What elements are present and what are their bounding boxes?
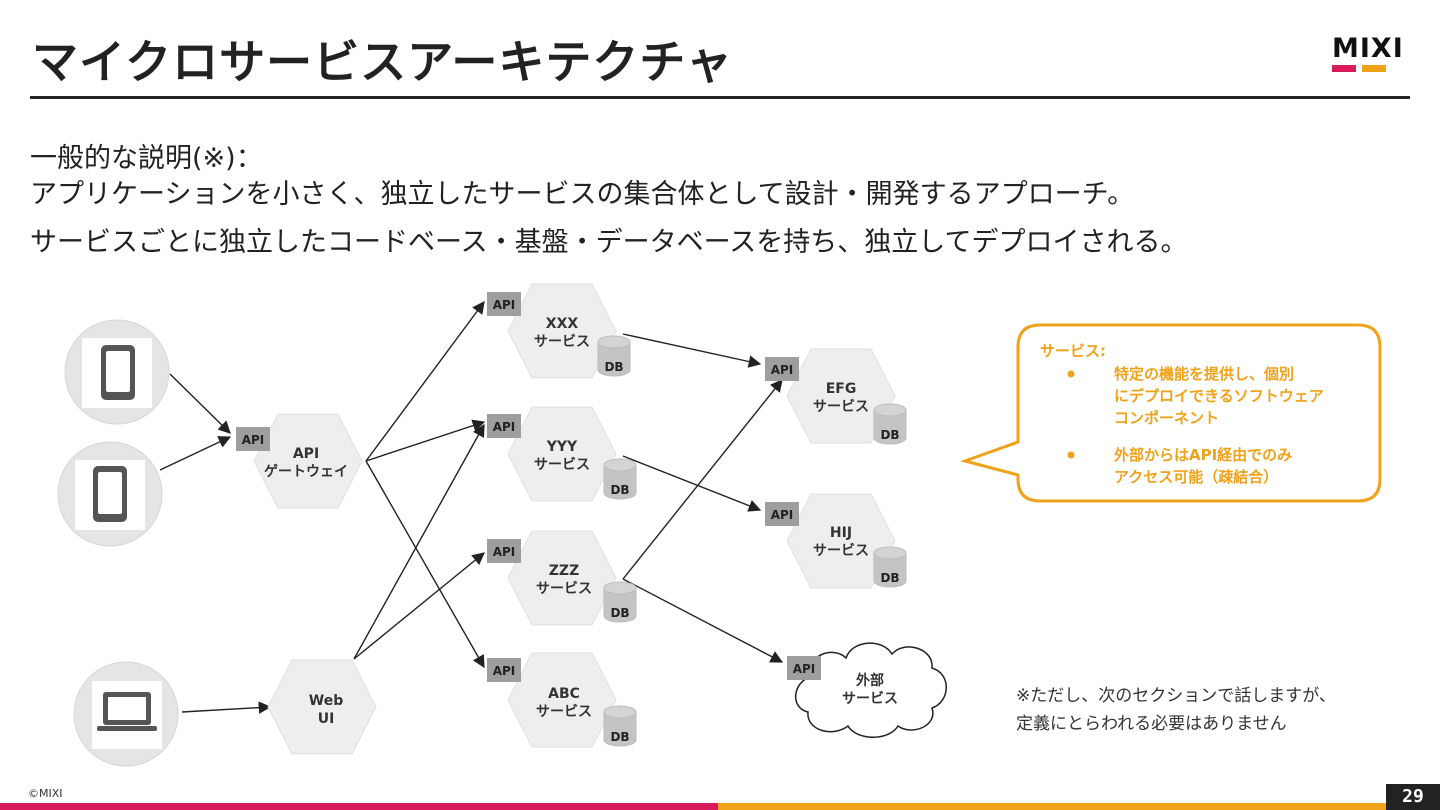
service-zzz: ZZZ サービス API DB <box>487 530 637 626</box>
footer-bar-pink <box>0 803 718 810</box>
bullet-icon <box>1067 370 1075 378</box>
api-tag: API <box>493 420 516 434</box>
callout-bullet-1-line-3: コンポーネント <box>1114 409 1219 427</box>
service-efg-label: サービス <box>813 399 869 415</box>
external-label-1: 外部 <box>856 672 884 689</box>
service-xxx: XXX サービス API DB <box>487 283 631 379</box>
gateway-label-1: API <box>293 446 319 462</box>
note-line-2: 定義にとらわれる必要はありません <box>1016 714 1287 734</box>
api-tag: API <box>493 664 516 678</box>
api-gateway-node: API ゲートウェイ API <box>236 413 363 509</box>
service-yyy-label: サービス <box>534 457 590 473</box>
copyright: ©MIXI <box>28 787 63 800</box>
api-tag: API <box>493 298 516 312</box>
service-hij-name: HIJ <box>830 525 852 541</box>
note-line-1: ※ただし、次のセクションで話しますが、 <box>1016 686 1336 706</box>
api-tag: API <box>771 508 794 522</box>
description-line-3: サービスごとに独立したコードベース・基盤・データベースを持ち、独立してデプロイさ… <box>30 227 1188 258</box>
db-icon: DB <box>610 730 629 744</box>
webui-label-2: UI <box>318 711 335 727</box>
service-xxx-label: サービス <box>534 334 590 350</box>
arrow-yyy-hij <box>622 455 762 512</box>
external-service-cloud: 外部 サービス API <box>787 642 947 738</box>
arrow-webui-zzz <box>353 552 485 660</box>
description-line-2: アプリケーションを小さく、独立したサービスの集合体として設計・開発するアプローチ… <box>30 179 1135 210</box>
service-hij: HIJ サービス API DB <box>765 493 907 589</box>
service-callout: サービス: 特定の機能を提供し、個別 にデプロイできるソフトウェア コンポーネン… <box>959 323 1382 503</box>
bullet-icon <box>1067 451 1075 459</box>
service-abc-name: ABC <box>548 686 580 702</box>
page-title: マイクロサービスアーキテクチャ <box>32 35 733 89</box>
db-icon: DB <box>880 571 899 585</box>
callout-bullet-2-line-1: 外部からはAPI経由でのみ <box>1113 446 1292 464</box>
service-hij-label: サービス <box>813 543 869 559</box>
footer-bar-orange <box>718 803 1440 810</box>
service-efg: EFG サービス API DB <box>765 348 907 445</box>
db-icon: DB <box>880 428 899 442</box>
service-xxx-name: XXX <box>546 316 579 332</box>
callout-bullet-1-line-1: 特定の機能を提供し、個別 <box>1114 365 1294 383</box>
arrow-gateway-yyy <box>365 419 486 462</box>
arrow-zzz-external <box>622 578 784 663</box>
title-divider <box>30 96 1410 99</box>
service-yyy: YYY サービス API DB <box>487 406 637 502</box>
arrow-tablet2-gateway <box>159 436 232 471</box>
cloud-icon <box>794 642 947 738</box>
logo-bar-pink <box>1332 65 1356 72</box>
arrow-tablet1-gateway <box>169 373 231 434</box>
arrow-zzz-efg <box>622 379 783 580</box>
service-abc: ABC サービス API DB <box>487 652 637 748</box>
db-icon: DB <box>610 606 629 620</box>
api-tag: API <box>493 545 516 559</box>
gateway-label-2: ゲートウェイ <box>264 463 348 480</box>
callout-bullet-1-line-2: にデプロイできるソフトウェア <box>1114 387 1324 405</box>
db-icon: DB <box>610 483 629 497</box>
service-zzz-name: ZZZ <box>549 563 579 579</box>
api-tag: API <box>242 433 265 447</box>
page-number: 29 <box>1386 784 1440 810</box>
external-label-2: サービス <box>842 691 898 707</box>
client-laptop <box>73 661 179 767</box>
callout-bullet-2-line-2: アクセス可能（疎結合） <box>1114 468 1278 486</box>
service-abc-label: サービス <box>536 704 592 720</box>
callout-title: サービス: <box>1040 342 1106 360</box>
db-icon: DB <box>604 360 623 374</box>
api-tag: API <box>793 662 816 676</box>
webui-label-1: Web <box>309 693 343 709</box>
arrow-gateway-abc <box>365 460 485 669</box>
arrow-xxx-efg <box>622 333 762 368</box>
client-tablet-2 <box>57 441 163 547</box>
connection-arrows <box>159 300 784 714</box>
service-yyy-name: YYY <box>546 439 578 455</box>
logo-text: MIXI <box>1332 33 1404 64</box>
description-line-1: 一般的な説明(※)： <box>30 143 263 174</box>
logo-bar-orange <box>1362 65 1386 72</box>
arrow-gateway-xxx <box>365 300 485 462</box>
web-ui-node: Web UI <box>267 659 377 755</box>
mixi-logo: MIXI <box>1332 33 1412 76</box>
service-zzz-label: サービス <box>536 581 592 597</box>
arrow-laptop-webui <box>181 701 272 714</box>
client-tablet-1 <box>64 319 170 425</box>
service-efg-name: EFG <box>826 381 857 397</box>
arrow-webui-yyy <box>353 423 485 660</box>
api-tag: API <box>771 363 794 377</box>
